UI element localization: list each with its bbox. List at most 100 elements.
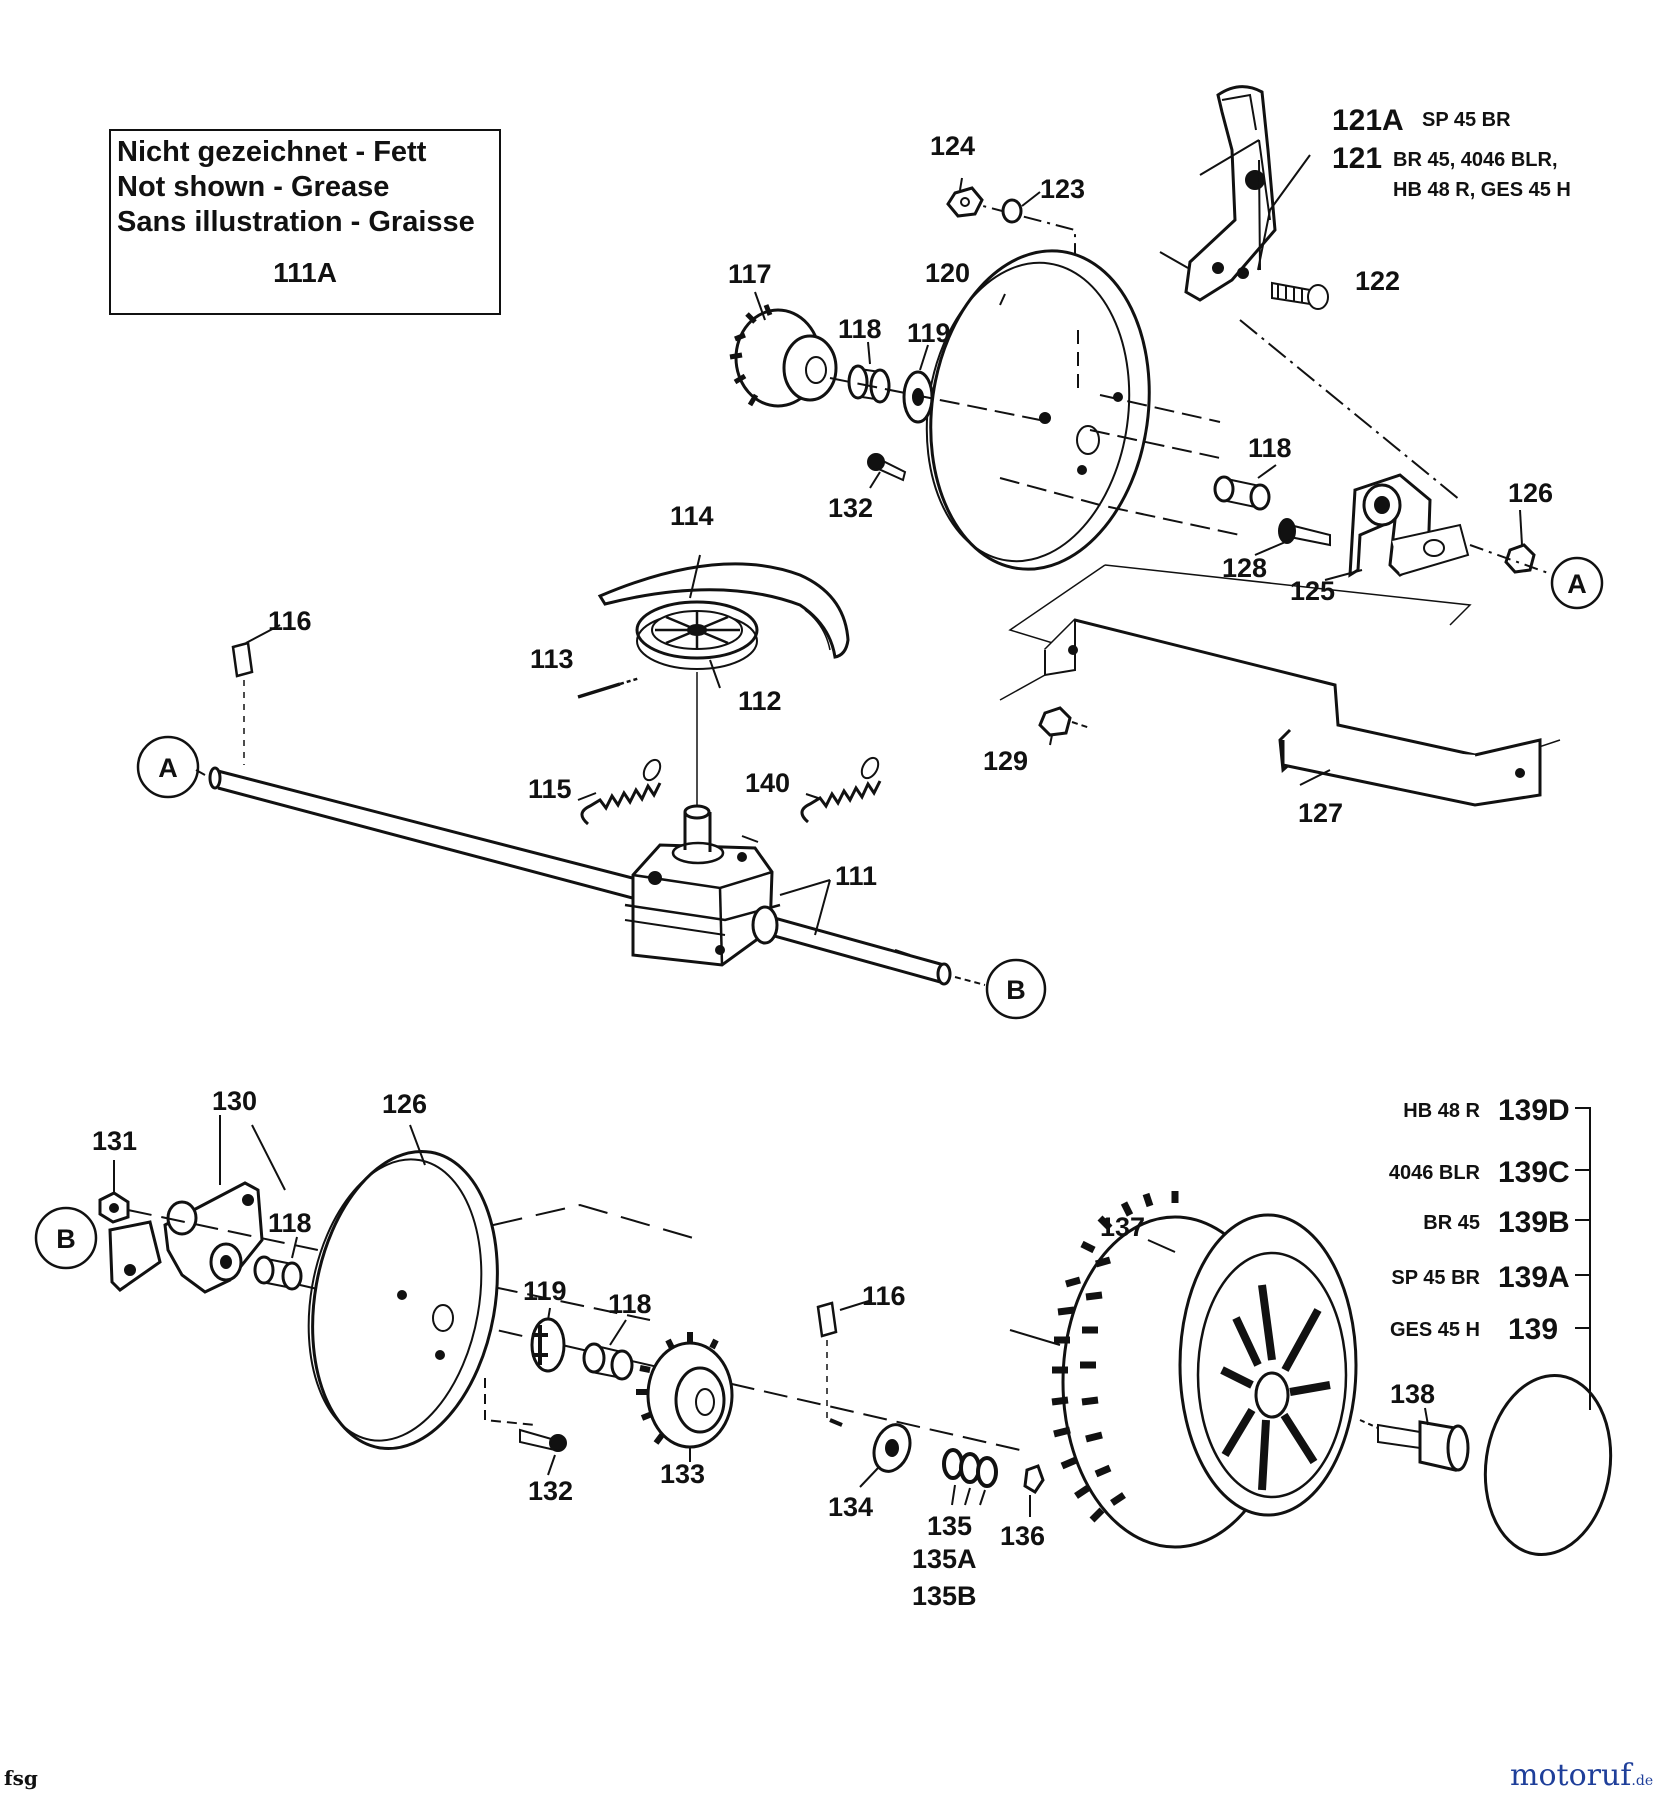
brand-name: motoruf — [1510, 1758, 1632, 1793]
mounting-bar-127 — [999, 564, 1561, 807]
wheel-disc-120 — [925, 249, 1151, 571]
callout-140: 140 — [745, 768, 790, 798]
cap-part-0: 139D — [1498, 1094, 1570, 1127]
brand-watermark: motoruf.de — [1510, 1758, 1653, 1793]
callout-116-top: 116 — [268, 606, 312, 636]
callout-119-lower: 119 — [523, 1276, 567, 1306]
screw-132-top — [867, 453, 907, 482]
connector-a-left — [136, 735, 200, 799]
callout-128: 128 — [1222, 553, 1267, 583]
bushing-118-lower — [582, 1342, 634, 1381]
wheel-cap-variant-list: HB 48 R 139D 4046 BLR 139C BR 45 139B SP… — [1389, 1094, 1570, 1346]
callout-126-top: 126 — [1508, 478, 1553, 508]
axle-shaft — [195, 766, 986, 986]
cap-part-2: 139B — [1498, 1206, 1570, 1239]
spring-140 — [800, 756, 882, 824]
nut-124 — [946, 186, 984, 218]
connector-b-right — [985, 958, 1047, 1020]
cap-model-2: BR 45 — [1423, 1212, 1480, 1234]
callout-116-lower: 116 — [862, 1281, 906, 1311]
key-116-lower — [816, 1301, 843, 1427]
callout-130: 130 — [212, 1086, 257, 1116]
callout-132-top: 132 — [828, 493, 873, 523]
hub-cap-139 — [1483, 1373, 1613, 1557]
washer-119-lower — [530, 1317, 566, 1373]
callout-120: 120 — [925, 258, 970, 288]
callout-129: 129 — [983, 746, 1028, 776]
pin-113 — [577, 676, 641, 699]
connector-b-right-label: B — [1006, 975, 1026, 1005]
callout-135: 135 — [927, 1511, 972, 1541]
bushing-118-right — [1213, 475, 1271, 511]
nut-131 — [98, 1191, 130, 1224]
connector-b-left-label: B — [56, 1224, 76, 1254]
callout-124: 124 — [930, 131, 975, 161]
callout-121: 121 — [1332, 142, 1382, 175]
gearbox-111 — [624, 804, 781, 967]
callout-125: 125 — [1290, 576, 1335, 606]
callout-122: 122 — [1355, 266, 1400, 296]
connector-a-right — [1550, 556, 1604, 610]
callout-135b: 135B — [912, 1581, 977, 1611]
spring-115 — [580, 758, 662, 826]
callout-131: 131 — [92, 1126, 137, 1156]
callout-118-right: 118 — [1248, 433, 1292, 463]
callout-112: 112 — [738, 686, 782, 716]
legend-line-french: Sans illustration - Graisse — [117, 206, 475, 238]
bolt-122 — [1271, 281, 1329, 310]
callout-123: 123 — [1040, 174, 1085, 204]
callout-135a: 135A — [912, 1544, 977, 1574]
callout-121a: 121A — [1332, 104, 1404, 137]
variant-121-line2: HB 48 R, GES 45 H — [1393, 179, 1571, 201]
callout-114: 114 — [670, 501, 714, 531]
legend-box: Nicht gezeichnet - Fett Not shown - Grea… — [109, 129, 501, 315]
connector-a-right-label: A — [1567, 569, 1587, 599]
callout-133: 133 — [660, 1459, 705, 1489]
bracket-130 — [108, 1115, 286, 1294]
brand-suffix: .de — [1631, 1773, 1654, 1789]
callout-118-top: 118 — [838, 314, 882, 344]
callout-127: 127 — [1298, 798, 1343, 828]
callout-119-top: 119 — [907, 318, 951, 348]
callout-115: 115 — [528, 774, 572, 804]
cap-part-1: 139C — [1498, 1156, 1570, 1189]
connector-b-left — [34, 1206, 98, 1270]
drive-belt-114 — [597, 562, 850, 659]
callout-136: 136 — [1000, 1521, 1045, 1551]
nut-129 — [1038, 706, 1091, 737]
callout-111: 111 — [835, 861, 877, 891]
legend-part-number: 111A — [273, 257, 337, 288]
gear-133 — [636, 1332, 734, 1449]
callout-118-lower: 118 — [608, 1289, 652, 1319]
cap-model-1: 4046 BLR — [1389, 1162, 1481, 1184]
bolt-128 — [1278, 518, 1331, 547]
wheel-137 — [1051, 1191, 1358, 1549]
callout-118-lower-left: 118 — [268, 1208, 312, 1238]
cap-model-3: SP 45 BR — [1391, 1267, 1480, 1289]
bushing-118-lower-left — [253, 1255, 303, 1291]
cap-model-0: HB 48 R — [1403, 1100, 1480, 1122]
callout-138: 138 — [1390, 1379, 1435, 1409]
callout-126-lower: 126 — [382, 1089, 427, 1119]
legend-line-german: Nicht gezeichnet - Fett — [117, 136, 427, 168]
callout-117: 117 — [728, 259, 772, 289]
key-116-top — [231, 641, 254, 765]
screw-132-lower — [519, 1428, 567, 1452]
cap-part-4: 139 — [1508, 1313, 1558, 1346]
connector-a-left-label: A — [158, 753, 178, 783]
washer-set-135 — [942, 1448, 998, 1506]
axle-bolt-138 — [1359, 1419, 1470, 1472]
washer-134 — [872, 1423, 912, 1473]
footer-code: fsg — [4, 1766, 38, 1790]
callout-137: 137 — [1100, 1212, 1145, 1242]
legend-line-english: Not shown - Grease — [117, 171, 390, 203]
bracket-125 — [1348, 473, 1470, 578]
washer-123 — [1001, 198, 1023, 224]
clip-136 — [1023, 1464, 1045, 1495]
wheel-disc-126 — [307, 1149, 536, 1451]
variant-121-line1: BR 45, 4046 BLR, — [1393, 149, 1558, 171]
callout-132-lower: 132 — [528, 1476, 573, 1506]
variant-121a: SP 45 BR — [1422, 109, 1511, 131]
